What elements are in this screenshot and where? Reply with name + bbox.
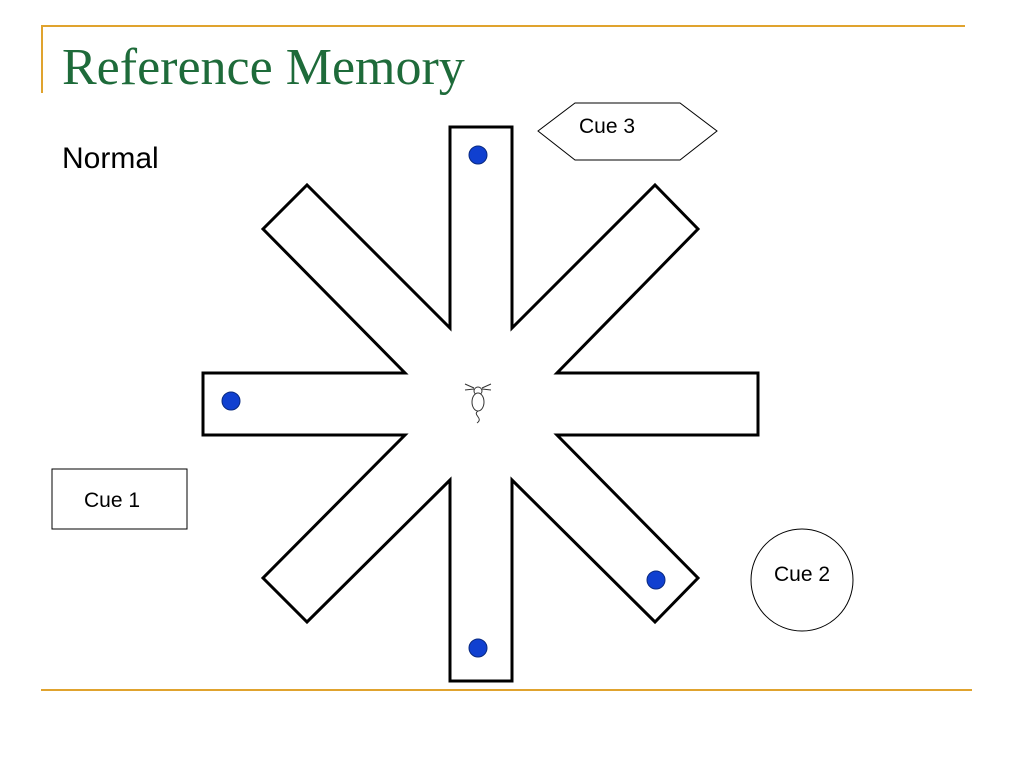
bait-marker-south xyxy=(468,638,488,658)
cue-1-label: Cue 1 xyxy=(84,489,140,512)
bait-marker-southeast xyxy=(646,570,666,590)
rat-icon xyxy=(464,383,492,424)
left-rule xyxy=(41,25,43,93)
slide-title: Reference Memory xyxy=(62,39,465,96)
bait-marker-west xyxy=(221,391,241,411)
bottom-rule xyxy=(41,689,972,691)
cue-1-box xyxy=(51,468,188,530)
bait-marker-north xyxy=(468,145,488,165)
cue-2-circle xyxy=(750,528,854,632)
cue-3-hexagon xyxy=(537,102,718,161)
cue-2-label: Cue 2 xyxy=(774,563,830,586)
cue-3-label: Cue 3 xyxy=(579,115,635,138)
top-rule xyxy=(41,25,965,27)
condition-label: Normal xyxy=(62,142,159,175)
